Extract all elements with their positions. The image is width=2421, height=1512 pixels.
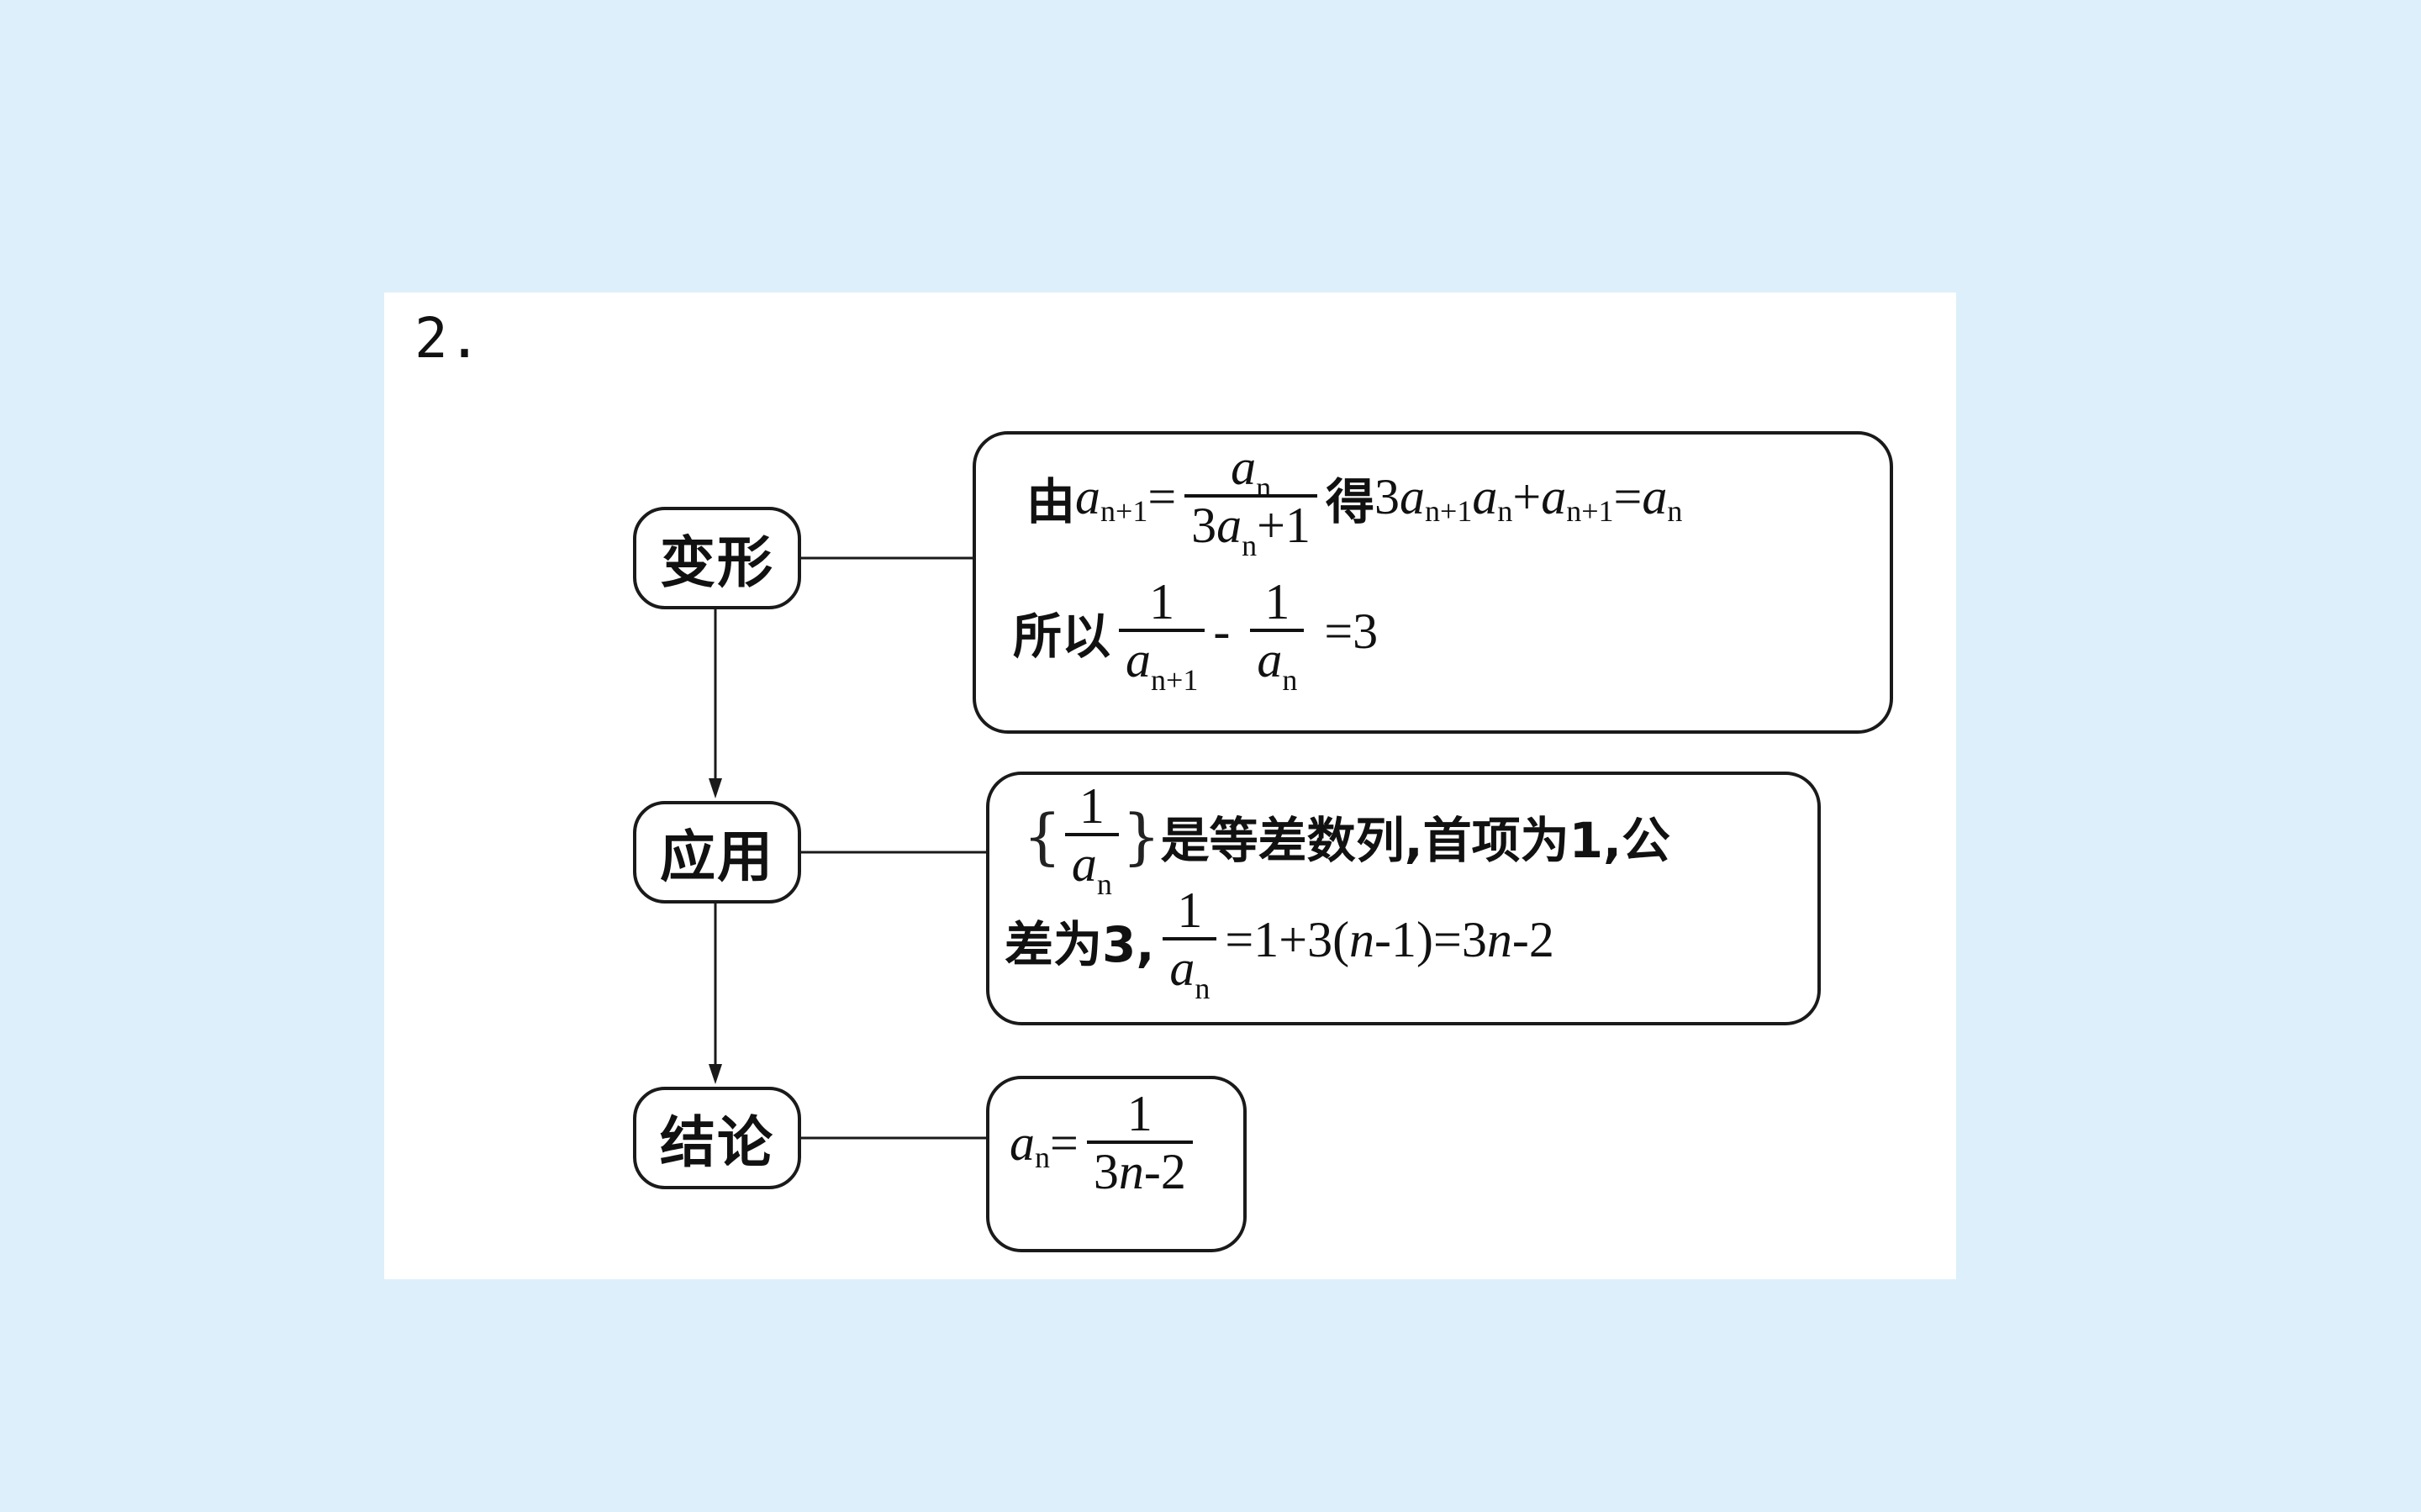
equals: = [1147, 469, 1177, 524]
fraction-numerator: 1 [1079, 778, 1105, 834]
brace-close: } [1121, 800, 1161, 872]
apply-box: { 1 an } 是等差数列,首项为1,公 差为3, 1 an =1+3(n-1… [986, 772, 1821, 1025]
var-a: a [1075, 469, 1101, 524]
den-sub: n [1242, 529, 1258, 562]
fraction-numerator: an [1224, 440, 1278, 503]
coef-3: 3 [1374, 469, 1400, 524]
den-sub: n+1 [1151, 663, 1199, 697]
den-var: a [1169, 940, 1195, 996]
step-apply: 应用 [633, 801, 801, 904]
fraction-1-over-an: 1 an [1064, 778, 1119, 901]
sub-n: n [1035, 1140, 1050, 1174]
eq-part-a: =1+3( [1225, 912, 1350, 967]
den-var: a [1216, 498, 1242, 553]
fraction-numerator: 1 [1149, 574, 1175, 630]
term3-sub: n+1 [1566, 493, 1614, 528]
eq-n-1: n [1349, 912, 1375, 967]
equals-2: = [1613, 469, 1643, 524]
term4-sub: n [1667, 493, 1683, 528]
term3-var: a [1541, 469, 1567, 524]
den-sub: n [1096, 867, 1112, 901]
fraction-numerator: 1 [1126, 1086, 1152, 1141]
term4-var: a [1642, 469, 1668, 524]
equals: = [1050, 1115, 1079, 1171]
apply-line-1: { 1 an } 是等差数列,首项为1,公 [1023, 778, 1671, 901]
den-var: n [1118, 1144, 1144, 1199]
minus: - [1213, 603, 1231, 659]
fraction-denominator: an+1 [1119, 629, 1205, 697]
fraction-denominator: an [1163, 937, 1217, 1005]
flow-connectors [709, 556, 986, 1140]
fraction-an-over-3an-plus-1: an 3an+1 [1184, 440, 1318, 562]
fraction-numerator: 1 [1177, 882, 1203, 938]
term2-var: a [1472, 469, 1498, 524]
plus: + [1512, 469, 1542, 524]
arithmetic-sequence-text: 是等差数列,首项为1,公 [1160, 811, 1671, 869]
var-a: a [1010, 1115, 1035, 1171]
brace-open: { [1023, 800, 1062, 872]
den-var: a [1126, 632, 1152, 688]
transform-line-2: 所以 1 an+1 - 1 an =3 [1013, 574, 1379, 697]
fraction-1-over-an: 1 an [1163, 882, 1217, 1005]
common-difference-text: 差为3, [1005, 915, 1155, 973]
fraction-1-over-an: 1 an [1250, 574, 1305, 697]
step-transform: 变形 [633, 507, 801, 609]
term1-var: a [1400, 469, 1426, 524]
problem-number: 2. [414, 306, 482, 371]
fraction-numerator: 1 [1264, 574, 1290, 630]
num-var: a [1231, 440, 1257, 495]
den-tail: +1 [1257, 498, 1311, 553]
arrowhead-2 [709, 1064, 722, 1084]
term1-sub: n+1 [1425, 493, 1473, 528]
den-var: a [1071, 836, 1097, 892]
fraction-1-over-an-plus-1: 1 an+1 [1119, 574, 1205, 697]
fraction-denominator: 3n-2 [1086, 1141, 1193, 1199]
fraction-denominator: an [1250, 629, 1305, 697]
eq-n-2: n [1486, 912, 1512, 967]
den-sub: n [1282, 663, 1298, 697]
den-coef: 3 [1191, 498, 1217, 553]
den-tail: -2 [1143, 1144, 1186, 1199]
den-coef: 3 [1093, 1144, 1119, 1199]
step-conclusion: 结论 [633, 1087, 801, 1189]
fraction-1-over-3n-minus-2: 1 3n-2 [1086, 1086, 1193, 1199]
eq-part-b: -1)=3 [1374, 912, 1487, 967]
arrowhead-1 [709, 778, 722, 798]
den-var: a [1257, 632, 1283, 688]
den-sub: n [1195, 972, 1210, 1005]
eq-part-c: -2 [1511, 912, 1554, 967]
fraction-denominator: an [1064, 833, 1119, 901]
text-de: 得 [1326, 472, 1375, 530]
term2-sub: n [1497, 493, 1513, 528]
text-suoyi: 所以 [1013, 607, 1111, 665]
num-sub: n [1256, 471, 1272, 504]
text-you: 由 [1026, 472, 1076, 530]
fraction-denominator: 3an+1 [1184, 494, 1318, 562]
result-eq-3: =3 [1324, 603, 1379, 659]
sub-n-plus-1: n+1 [1100, 493, 1148, 528]
